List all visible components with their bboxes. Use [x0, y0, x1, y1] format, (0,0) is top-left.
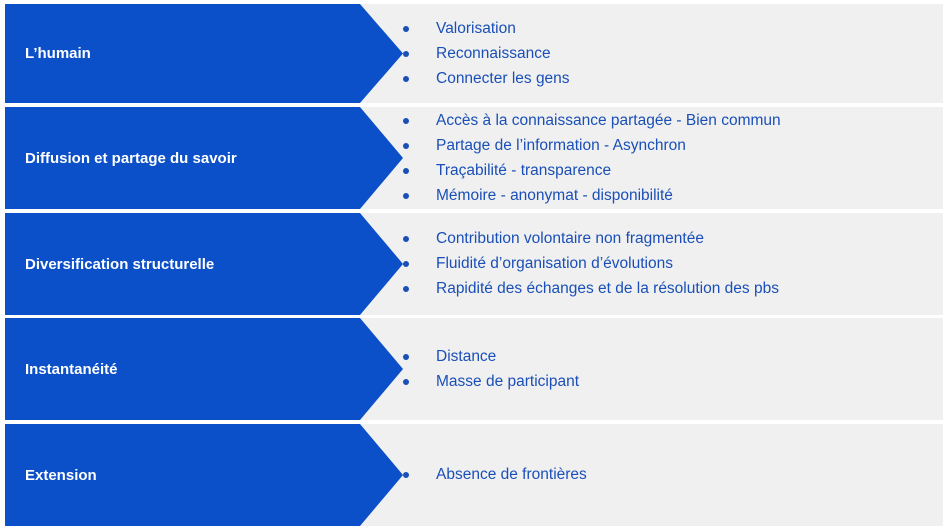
bullet-icon: [403, 261, 409, 267]
row: Diversification structurelle Contribution…: [5, 213, 943, 315]
list-item: Accès à la connaissance partagée - Bien …: [403, 108, 781, 133]
row-chevron: [5, 4, 403, 103]
bullet-icon: [403, 117, 409, 124]
list-item-text: Traçabilité - transparence: [436, 161, 612, 179]
row-label: Diversification structurelle: [25, 255, 215, 273]
row-chevron: [5, 213, 403, 315]
row-chevron: [5, 107, 403, 209]
list-item-text: Fluidité d’organisation d’évolutions: [436, 255, 673, 272]
list-item-text: Distance: [436, 347, 497, 365]
list-item: Valorisation: [403, 16, 570, 41]
list-item-text: Contribution volontaire non fragmentée: [436, 230, 704, 247]
bullet-icon: [403, 142, 409, 149]
list-item-text: Rapidité des échanges et de la résolutio…: [436, 280, 779, 297]
bullet-icon: [403, 75, 409, 82]
row: Extension Absence de frontières: [5, 424, 943, 526]
bullet-icon: [403, 378, 409, 385]
list-item: Connecter les gens: [403, 66, 570, 91]
list-item: Mémoire - anonymat - disponibilité: [403, 183, 781, 208]
list-item: Fluidité d’organisation d’évolutions: [403, 252, 779, 277]
list-item: Absence de frontières: [403, 463, 587, 488]
list-item: Rapidité des échanges et de la résolutio…: [403, 277, 779, 302]
bullet-icon: [403, 25, 409, 32]
row-items: Absence de frontières: [403, 424, 587, 526]
bullet-icon: [403, 192, 409, 199]
list-item-text: Partage de l’information - Asynchron: [436, 136, 686, 154]
row-label: Instantanéité: [25, 360, 118, 378]
bullet-icon: [403, 50, 409, 57]
row-chevron: [5, 424, 403, 526]
list-item: Contribution volontaire non fragmentée: [403, 227, 779, 252]
list-item: Partage de l’information - Asynchron: [403, 133, 781, 158]
row-label: L’humain: [25, 45, 91, 62]
row-label: Diffusion et partage du savoir: [25, 149, 237, 167]
list-item-text: Mémoire - anonymat - disponibilité: [436, 186, 673, 204]
row-items: Accès à la connaissance partagée - Bien …: [403, 107, 781, 209]
bullet-icon: [403, 236, 409, 242]
bullet-icon: [403, 472, 409, 478]
list-item-text: Masse de participant: [436, 372, 580, 390]
list-item: Masse de participant: [403, 369, 579, 394]
bullet-icon: [403, 286, 409, 292]
bullet-icon: [403, 353, 409, 360]
list-item-text: Absence de frontières: [436, 466, 587, 483]
list-item: Traçabilité - transparence: [403, 158, 781, 183]
row-chevron: [5, 318, 403, 420]
list-item-text: Connecter les gens: [436, 69, 570, 87]
list-item: Reconnaissance: [403, 41, 570, 66]
list-item-text: Accès à la connaissance partagée - Bien …: [436, 111, 781, 129]
list-item-text: Reconnaissance: [436, 44, 551, 62]
bullet-icon: [403, 167, 409, 174]
row: Diffusion et partage du savoir Accès à la…: [5, 107, 943, 209]
row-label: Extension: [25, 466, 97, 484]
list-item-text: Valorisation: [436, 19, 516, 37]
list-item: Distance: [403, 344, 579, 369]
